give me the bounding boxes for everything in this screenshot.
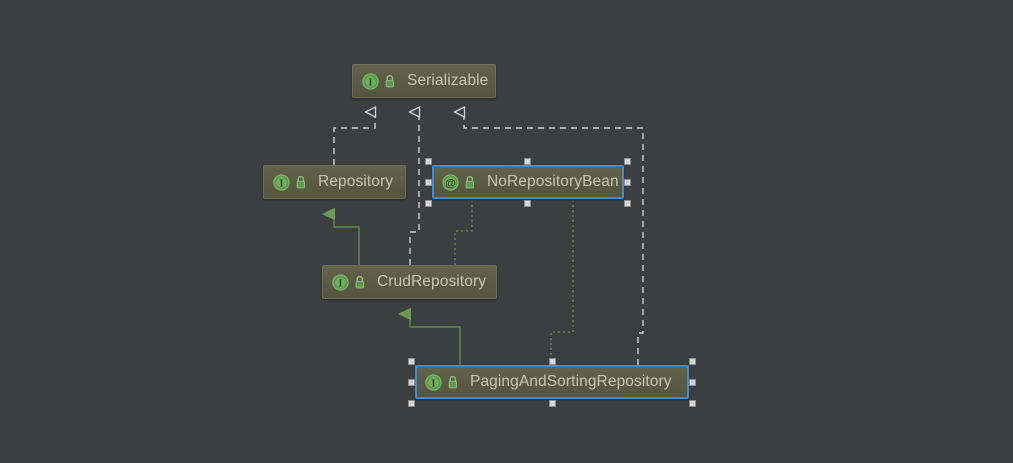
selection-handle-w[interactable] — [425, 179, 432, 186]
class-node-label: NoRepositoryBean — [487, 173, 619, 191]
interface-icon: I — [332, 273, 349, 291]
lock-icon — [296, 175, 305, 188]
node-icon-group: I — [273, 173, 307, 191]
edge-repository-serializable — [333, 112, 375, 165]
edge-crudrepository-norepositorybean — [454, 201, 473, 265]
selection-handle-se[interactable] — [624, 200, 631, 207]
class-node-label: Serializable — [407, 72, 489, 90]
lock-icon — [448, 375, 457, 388]
node-icon-group: I — [425, 373, 459, 391]
node-icon-group: @ — [442, 173, 476, 191]
edge-crudrepository-repository — [334, 214, 360, 265]
class-node-serializable[interactable]: I Serializable — [352, 64, 496, 98]
edge-pagingandsortingrepository-crudrepository — [410, 314, 461, 365]
selection-handle-sw[interactable] — [408, 400, 415, 407]
edge-pagingandsortingrepository-serializable — [464, 112, 644, 365]
selection-handle-ne[interactable] — [689, 358, 696, 365]
selection-handle-s[interactable] — [524, 200, 531, 207]
class-node-label: CrudRepository — [377, 273, 487, 291]
annotation-icon: @ — [442, 173, 459, 191]
node-icon-group: I — [362, 72, 396, 90]
selection-handle-w[interactable] — [408, 379, 415, 386]
selection-handle-e[interactable] — [624, 179, 631, 186]
interface-icon: I — [273, 173, 290, 191]
svg-text:I: I — [432, 378, 436, 389]
class-node-repository[interactable]: I Repository — [263, 165, 406, 199]
selection-handle-nw[interactable] — [408, 358, 415, 365]
class-node-label: PagingAndSortingRepository — [470, 373, 672, 391]
interface-icon: I — [425, 373, 442, 391]
selection-handle-n[interactable] — [524, 158, 531, 165]
class-node-crudrepository[interactable]: I CrudRepository — [322, 265, 497, 299]
selection-handle-e[interactable] — [689, 379, 696, 386]
selection-handle-ne[interactable] — [624, 158, 631, 165]
node-icon-group: I — [332, 273, 366, 291]
class-node-pagingandsortingrepository[interactable]: I PagingAndSortingRepository — [415, 365, 689, 399]
svg-text:I: I — [280, 178, 284, 189]
svg-text:@: @ — [445, 177, 456, 189]
svg-text:I: I — [339, 278, 343, 289]
selection-handle-nw[interactable] — [425, 158, 432, 165]
svg-text:I: I — [369, 77, 373, 88]
lock-icon — [385, 74, 394, 87]
selection-handle-s[interactable] — [549, 400, 556, 407]
interface-icon: I — [362, 72, 379, 90]
lock-icon — [465, 175, 474, 188]
lock-icon — [355, 275, 364, 288]
selection-handle-n[interactable] — [549, 358, 556, 365]
class-node-label: Repository — [318, 173, 394, 191]
edge-pagingandsortingrepository-norepositorybean — [550, 201, 574, 365]
class-node-norepositorybean[interactable]: @ NoRepositoryBean — [432, 165, 624, 199]
edge-crudrepository-serializable — [410, 112, 419, 265]
selection-handle-se[interactable] — [689, 400, 696, 407]
selection-handle-sw[interactable] — [425, 200, 432, 207]
